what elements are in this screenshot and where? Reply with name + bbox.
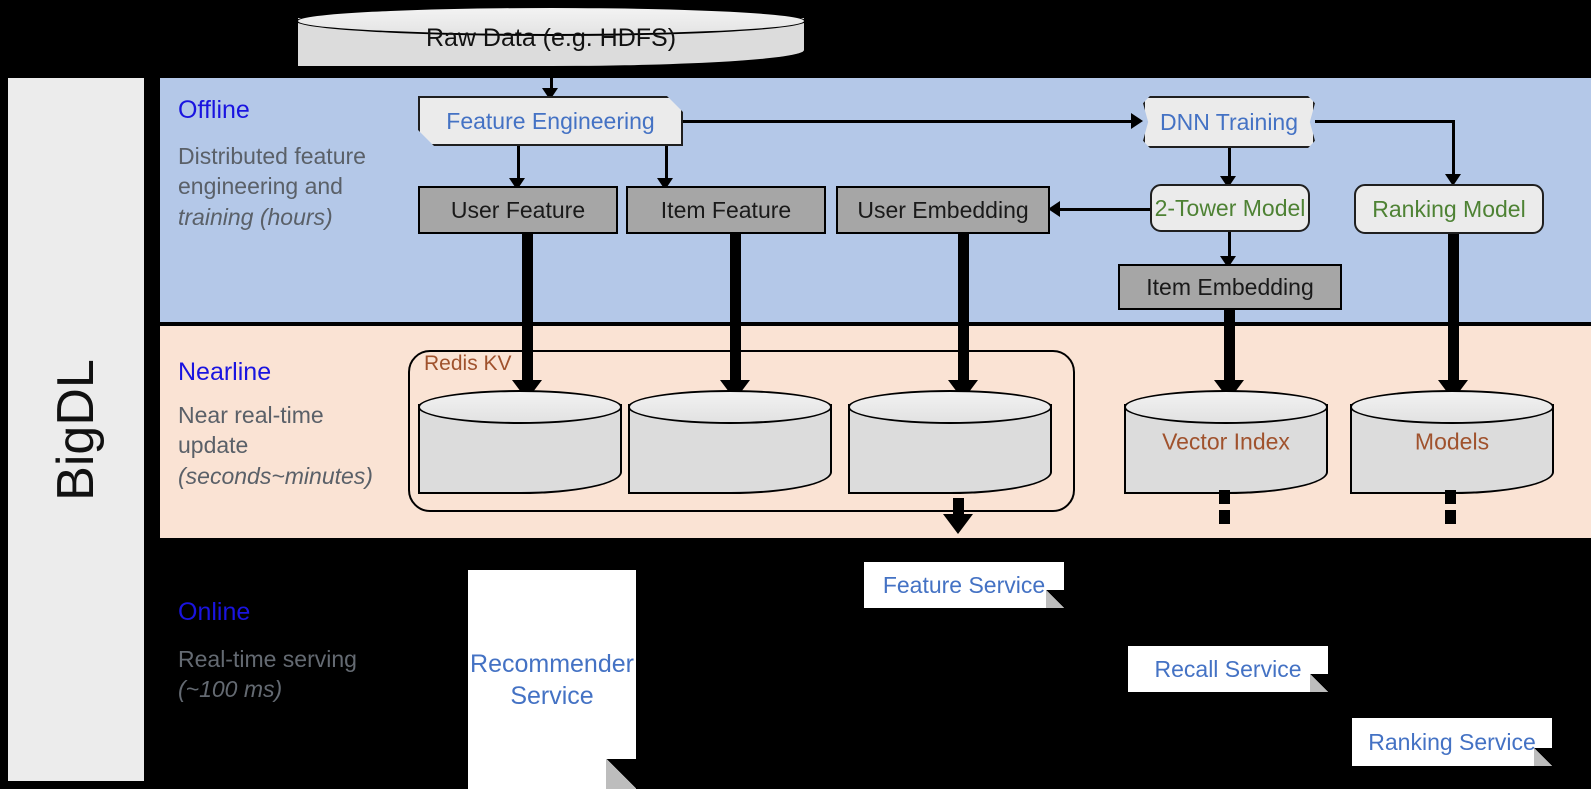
raw-data-cylinder: Raw Data (e.g. HDFS): [296, 6, 806, 68]
cylinder-top: [1124, 390, 1328, 424]
stub-models-2: [1445, 510, 1456, 524]
edge-fe-userfeature: [517, 146, 520, 182]
nearline-subtitle-em: (seconds~minutes): [178, 462, 373, 489]
user-feature-node[interactable]: User Feature: [418, 186, 618, 234]
two-tower-model-node[interactable]: 2-Tower Model: [1150, 184, 1310, 232]
models-label: Models: [1414, 428, 1490, 455]
edge-dnn-ranking-h: [1315, 120, 1454, 123]
kv-store-cylinder-2[interactable]: [628, 390, 832, 494]
pipe-itemembedding: [1224, 310, 1235, 388]
user-feature-label: User Feature: [450, 196, 586, 223]
item-embedding-label: Item Embedding: [1146, 273, 1314, 300]
ranking-model-node[interactable]: Ranking Model: [1354, 184, 1544, 234]
item-embedding-node[interactable]: Item Embedding: [1118, 264, 1342, 310]
stub-vectorindex-1: [1219, 490, 1230, 504]
item-feature-label: Item Feature: [660, 196, 792, 223]
edge-2tower-userembedding: [1060, 208, 1150, 211]
offline-subtitle-text: Distributed feature engineering and: [178, 143, 366, 200]
arrowhead-fe-dnn: [1131, 113, 1143, 129]
nearline-subtitle-text: Near real-time update: [178, 402, 324, 459]
dnn-training-label: DNN Training: [1159, 108, 1299, 135]
stub-redis-featureservice: [953, 498, 964, 516]
folded-corner-icon: [1310, 674, 1328, 692]
pipe-rankingmodel: [1448, 234, 1459, 388]
two-tower-model-label: 2-Tower Model: [1154, 194, 1306, 221]
ranking-model-label: Ranking Model: [1372, 195, 1526, 222]
edge-fe-itemfeature: [665, 146, 668, 182]
models-cylinder[interactable]: Models: [1350, 390, 1554, 494]
recommender-service-node[interactable]: Recommender Service: [468, 570, 636, 789]
cylinder-top: [296, 6, 806, 36]
edge-rawdata-fe: [550, 68, 553, 90]
folded-corner-icon: [1534, 748, 1552, 766]
arrowhead-2tower-userembedding: [1048, 201, 1060, 217]
redis-kv-container: [408, 350, 1075, 512]
cylinder-top: [628, 390, 832, 424]
user-embedding-label: User Embedding: [857, 196, 1029, 223]
edge-dnn-2tower: [1228, 148, 1231, 180]
ranking-service-node[interactable]: Ranking Service: [1352, 718, 1552, 766]
nearline-title: Nearline: [178, 358, 272, 386]
online-subtitle-text: Real-time serving: [178, 646, 357, 672]
online-subtitle-em: (~100 ms): [178, 676, 283, 703]
offline-subtitle-em: training (hours): [178, 203, 333, 230]
feature-service-node[interactable]: Feature Service: [864, 562, 1064, 608]
recommender-service-label: Recommender Service: [470, 649, 634, 710]
vector-index-label: Vector Index: [1162, 428, 1290, 455]
folded-corner-icon: [1046, 590, 1064, 608]
pipe-userembedding: [958, 234, 969, 388]
item-feature-node[interactable]: Item Feature: [626, 186, 826, 234]
recall-service-node[interactable]: Recall Service: [1128, 646, 1328, 692]
feature-engineering-node[interactable]: Feature Engineering: [418, 96, 683, 146]
offline-subtitle: Distributed feature engineering and trai…: [178, 141, 393, 232]
kv-store-cylinder-3[interactable]: [848, 390, 1052, 494]
nearline-subtitle: Near real-time update (seconds~minutes): [178, 400, 393, 491]
redis-kv-label: Redis KV: [424, 352, 512, 375]
folded-corner-icon: [606, 759, 636, 789]
user-embedding-node[interactable]: User Embedding: [836, 186, 1050, 234]
stub-models-1: [1445, 490, 1456, 504]
pipe-itemfeature: [730, 234, 741, 388]
online-subtitle: Real-time serving (~100 ms): [178, 644, 393, 705]
vector-index-cylinder[interactable]: Vector Index: [1124, 390, 1328, 494]
cylinder-top: [418, 390, 622, 424]
recall-service-label: Recall Service: [1154, 655, 1302, 682]
online-title: Online: [178, 598, 251, 626]
cylinder-top: [848, 390, 1052, 424]
ranking-service-label: Ranking Service: [1368, 728, 1536, 755]
raw-data-label: Raw Data (e.g. HDFS): [425, 24, 677, 52]
cylinder-top: [1350, 390, 1554, 424]
edge-dnn-ranking-v: [1452, 120, 1455, 178]
feature-engineering-label: Feature Engineering: [446, 107, 655, 134]
offline-title: Offline: [178, 96, 250, 124]
kv-store-cylinder-1[interactable]: [418, 390, 622, 494]
arrowhead-redis-featureservice: [943, 514, 973, 534]
arrowhead-dnn-ranking: [1445, 174, 1461, 186]
bigdl-label: BigDL: [47, 358, 106, 501]
pipe-userfeature: [522, 234, 533, 388]
dnn-training-node[interactable]: DNN Training: [1143, 96, 1315, 148]
feature-service-label: Feature Service: [882, 571, 1046, 598]
stub-vectorindex-2: [1219, 510, 1230, 524]
edge-fe-dnn: [683, 120, 1135, 123]
bigdl-sidebar: BigDL: [8, 78, 144, 781]
edge-2tower-itemembedding: [1228, 232, 1231, 260]
